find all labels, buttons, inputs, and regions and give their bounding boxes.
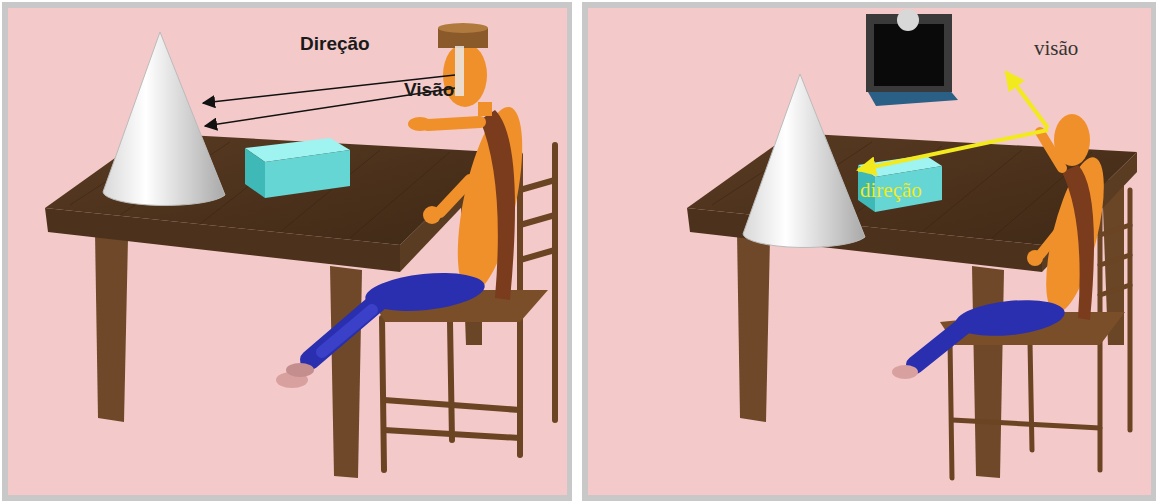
vision-label: Visão: [404, 80, 454, 99]
vision-label: visão: [1034, 38, 1078, 59]
direction-label: Direção: [300, 34, 370, 53]
direction-label: direção: [860, 180, 922, 201]
